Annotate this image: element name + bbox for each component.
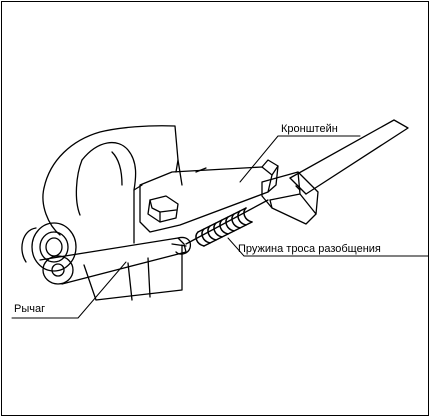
lower-block xyxy=(83,244,183,301)
lever-arm xyxy=(39,236,192,285)
cable-sheath xyxy=(289,119,409,195)
leader-lines xyxy=(11,135,429,319)
inner-cable xyxy=(185,199,269,245)
leader-lever xyxy=(11,261,127,319)
leader-spring xyxy=(227,237,429,257)
spring xyxy=(195,207,253,247)
cable-guide xyxy=(261,171,319,225)
bracket-plate xyxy=(139,159,279,233)
pivot-hub xyxy=(21,222,77,285)
spring-label: Пружина троса разобщения xyxy=(238,243,381,255)
leader-bracket xyxy=(239,135,361,183)
lever-label: Рычаг xyxy=(14,303,46,315)
bracket-label: Кронштейн xyxy=(281,123,338,135)
hex-bolt xyxy=(147,195,179,223)
